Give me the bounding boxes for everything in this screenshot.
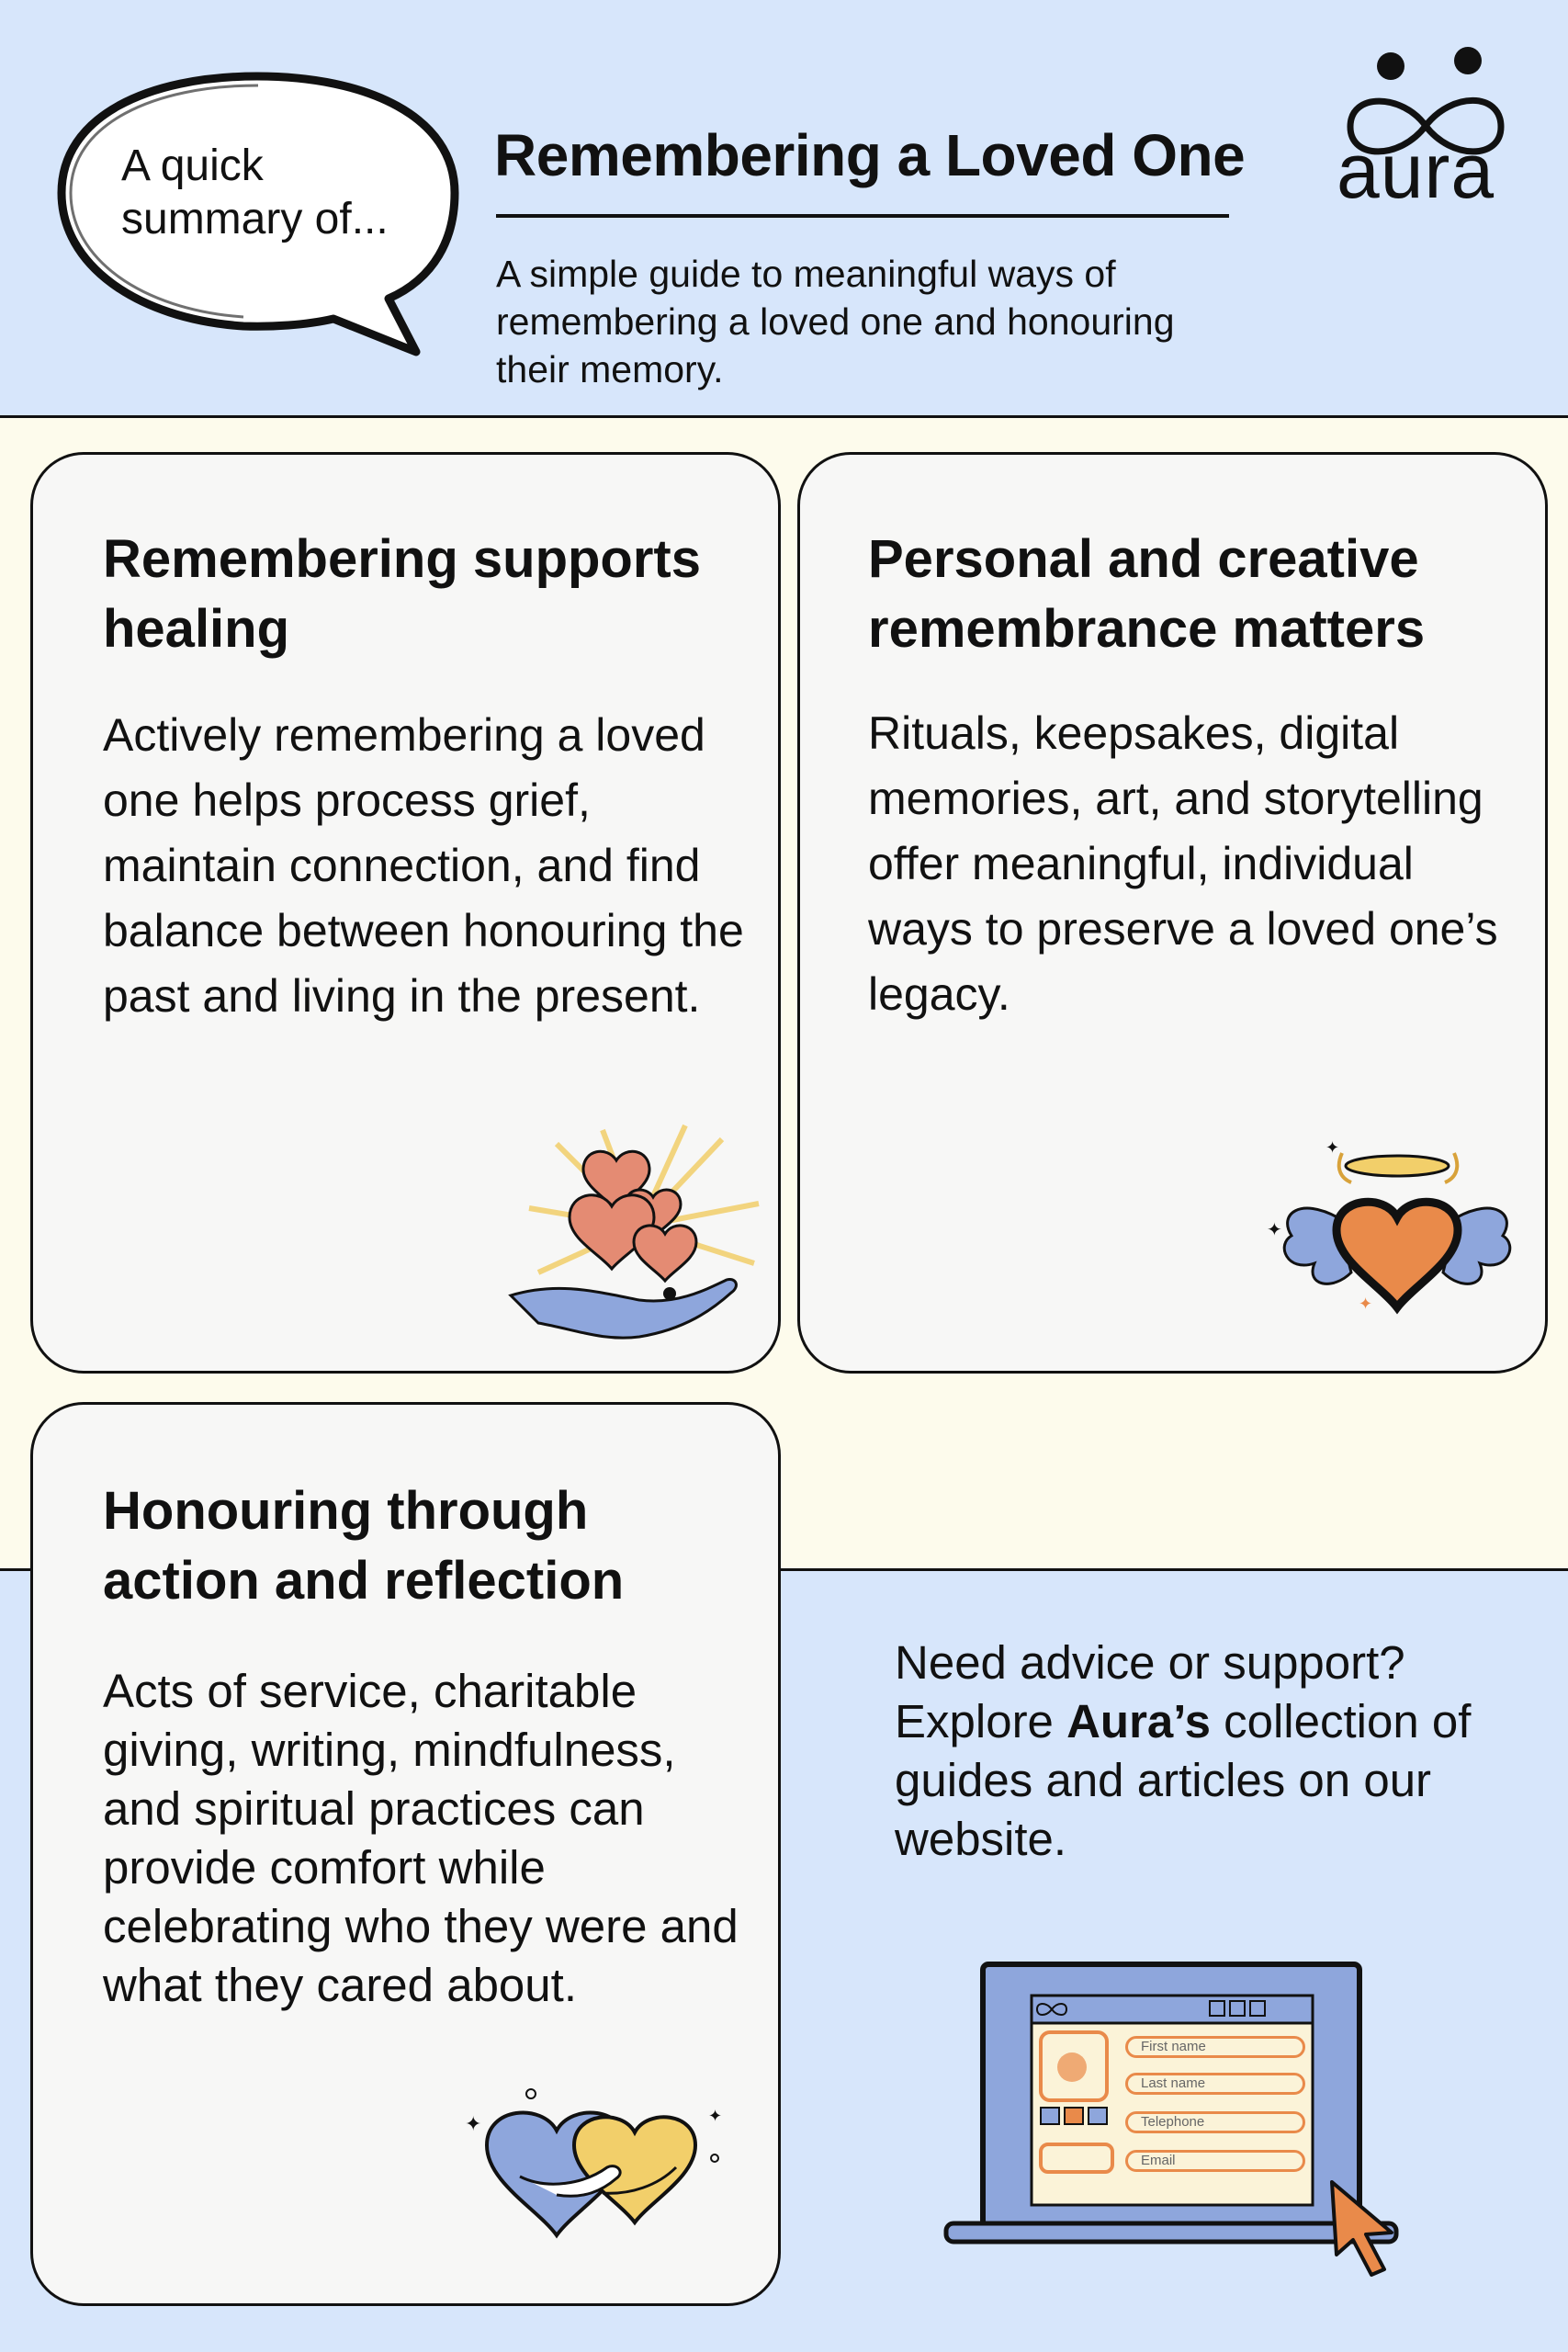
hugging-hearts-icon: ✦ ✦ (465, 2088, 722, 2239)
first-name-field: First name (1125, 2036, 1305, 2058)
laptop-illustration: First name Last name Telephone Email (932, 1948, 1419, 2288)
speech-bubble-icon (57, 72, 459, 356)
email-field: Email (1125, 2150, 1305, 2172)
card-personal-remembrance: Personal and creative remembrance matter… (797, 452, 1548, 1374)
page-subtitle: A simple guide to meaningful ways of rem… (496, 253, 1175, 390)
page-title: Remembering a Loved One (494, 122, 1246, 188)
svg-text:✦: ✦ (1325, 1138, 1339, 1158)
card-heading: Honouring through action and reflection (103, 1481, 625, 1611)
cta-text-before: Need advice or support? Explore (895, 1636, 1405, 1747)
card-body: Rituals, keepsakes, digital memories, ar… (868, 707, 1498, 1020)
card-body: Actively remembering a loved one helps p… (103, 709, 744, 1022)
svg-text:✦: ✦ (1267, 1218, 1282, 1240)
divider-top (0, 415, 1568, 418)
card-remembering-healing: Remembering supports healing Actively re… (30, 452, 781, 1374)
winged-heart-halo-icon: ✦ ✦ ✦ (1267, 1138, 1512, 1315)
last-name-field: Last name (1125, 2073, 1305, 2095)
svg-text:✦: ✦ (465, 2113, 481, 2136)
cta-text: Need advice or support? Explore Aura’s c… (895, 1634, 1519, 1869)
title-underline (496, 214, 1229, 218)
divider-bottom (0, 1568, 1568, 1571)
cta-text-after: collection of guides and articles on our… (895, 1695, 1472, 1865)
svg-text:✦: ✦ (1359, 1295, 1372, 1314)
svg-text:✦: ✦ (708, 2107, 722, 2126)
hearts-in-hand-icon (508, 1124, 760, 1340)
bubble-text: A quick summary of... (121, 141, 389, 243)
card-honouring-action: Honouring through action and reflection … (30, 1402, 781, 2306)
card-body: Acts of service, charitable giving, writ… (103, 1665, 739, 2011)
telephone-field: Telephone (1125, 2111, 1305, 2133)
card-heading: Remembering supports healing (103, 529, 701, 659)
aura-logo-icon (1347, 47, 1505, 155)
cta-brand: Aura’s (1066, 1695, 1211, 1747)
card-heading: Personal and creative remembrance matter… (868, 529, 1426, 659)
logo-text: aura (1337, 128, 1495, 214)
